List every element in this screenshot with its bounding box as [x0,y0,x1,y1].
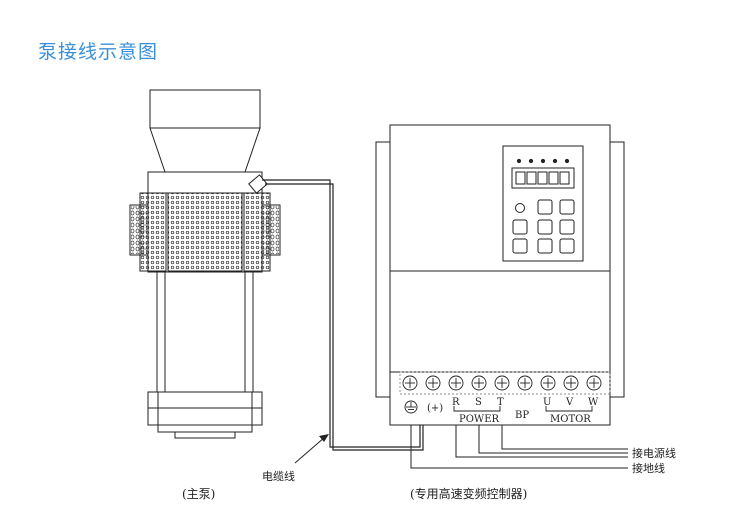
panel-button [559,238,575,254]
controller [375,124,625,426]
terminal-block [399,371,611,395]
pump-neck [149,127,261,173]
digital-display [511,167,575,189]
pump-label: (主泵) [182,487,215,501]
terminal-screw [494,375,510,391]
panel-button [512,238,528,254]
power-bracket [453,406,501,412]
power-group-label: POWER [459,414,500,425]
terminal-label-t: T [497,397,504,408]
pump-top-cap [149,89,261,129]
motor-cable [262,179,424,451]
cable-pointer [294,434,329,464]
terminal-label-v: V [565,397,574,408]
panel-button [559,199,575,215]
terminal-screw [425,375,441,391]
panel-button [559,219,575,235]
controller-label: (专用高速变频控制器) [410,486,527,501]
terminal-label-plus: (+) [427,403,443,414]
terminal-screw [540,375,556,391]
terminal-label-u: U [543,397,551,408]
terminal-screw [402,375,418,391]
terminal-screw [586,375,602,391]
motor-group-label: MOTOR [550,414,591,425]
pump-lower-body [156,271,254,393]
power-line-label: 接电源线 [632,446,676,460]
terminal-screw [448,375,464,391]
pump-grille-left [139,192,167,272]
bp-label: BP [515,410,529,421]
panel-button [512,219,528,235]
pump-grille-center [167,192,243,272]
panel-button [537,219,553,235]
terminal-label-w: W [588,397,599,408]
terminal-screw [471,375,487,391]
terminal-screw [563,375,579,391]
motor-bracket [545,406,593,412]
page-title: 泵接线示意图 [38,41,159,63]
controller-flange-left [375,141,391,398]
cable-label: 电缆线 [262,469,295,483]
control-knob [515,203,525,213]
panel-button [537,199,553,215]
controller-flange-right [609,141,625,398]
pump-grille-right [243,192,271,272]
supply-wires [410,425,628,469]
terminal-label-s: S [475,397,482,408]
panel-button [537,238,553,254]
terminal-label-r: R [452,397,460,408]
pump [129,89,281,439]
ground-line-label: 接地线 [632,461,665,475]
terminal-screw [517,375,533,391]
ground-symbol-icon [404,400,418,414]
